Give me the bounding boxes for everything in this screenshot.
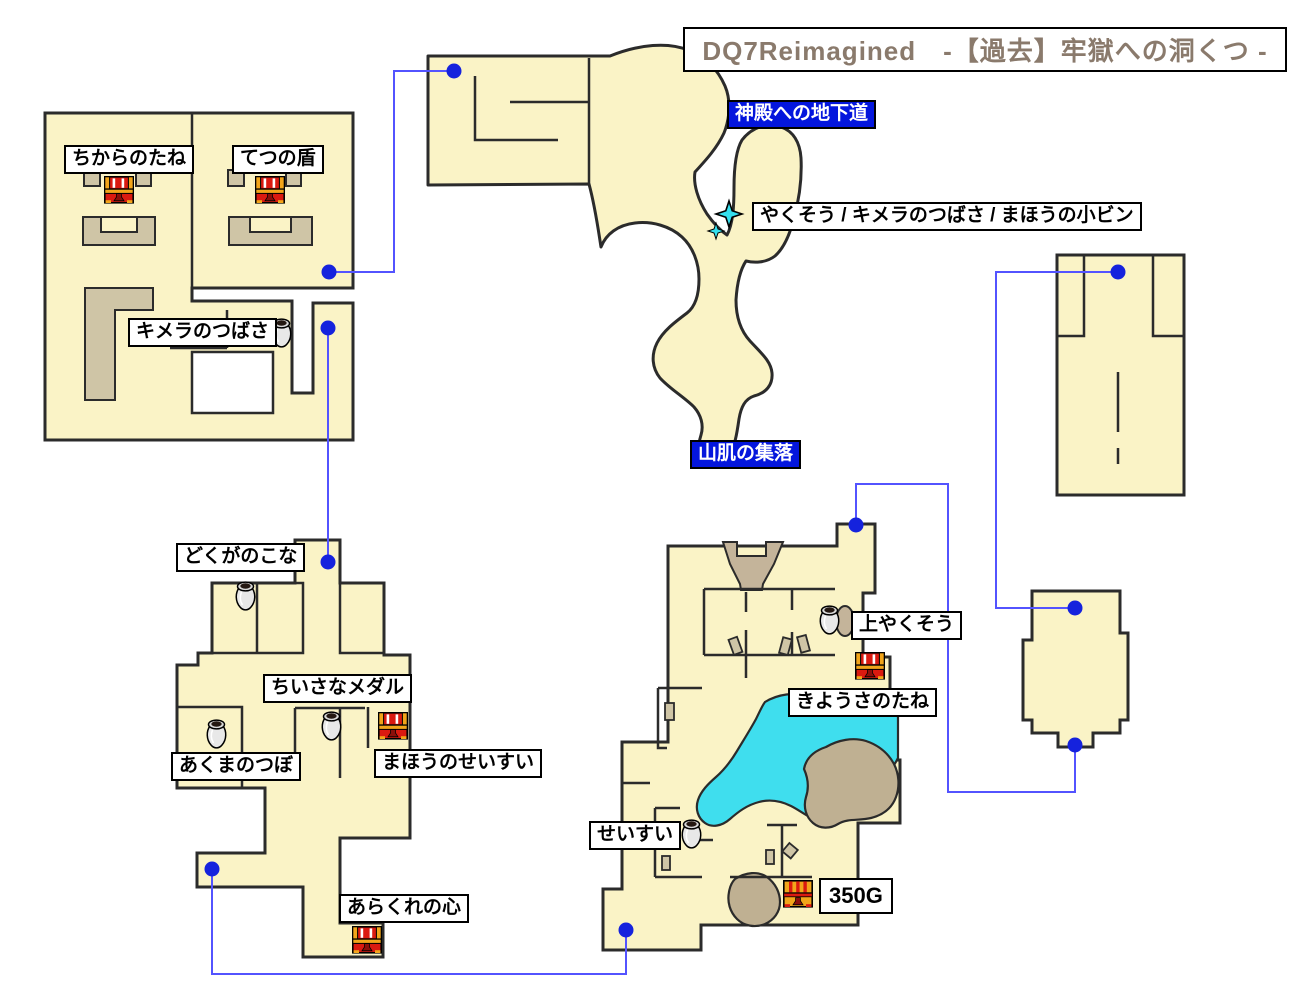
- portal-dot-icon: [320, 554, 336, 570]
- item-label-sparkle-items: やくそう / キメラのつばさ / まほうの小ビン: [752, 202, 1142, 231]
- portal-dot-icon: [618, 922, 634, 938]
- map-section-southwest: [175, 538, 412, 959]
- item-label-dokuga-no-kona: どくがのこな: [176, 543, 306, 572]
- item-label-mahou-no-seisui: まほうのせいすい: [374, 749, 543, 778]
- portal-dot-icon: [204, 861, 220, 877]
- treasure-chest-icon: [104, 176, 134, 204]
- map-section-cave: [426, 43, 803, 469]
- gold-chest-icon: [782, 879, 814, 908]
- portal-dot-icon: [320, 320, 336, 336]
- pot-icon: [235, 581, 256, 611]
- rock-area: [802, 738, 900, 829]
- item-label-akuma-no-tsubo: あくまのつぼ: [171, 752, 302, 781]
- treasure-chest-icon: [255, 176, 286, 204]
- item-label-seisui: せいすい: [589, 821, 682, 850]
- map-section-east-small: [1021, 589, 1130, 749]
- treasure-chest-icon: [854, 651, 886, 680]
- portal-dot-icon: [321, 264, 337, 280]
- treasure-chest-icon: [351, 925, 383, 954]
- door-blocks: [661, 633, 812, 871]
- portal-dot-icon: [848, 517, 864, 533]
- portal-dot-icon: [1067, 737, 1083, 753]
- page-title: DQ7Reimagined -【過去】牢獄への洞くつ -: [683, 27, 1287, 72]
- portal-dots: [204, 63, 1126, 938]
- portal-dot-icon: [446, 63, 462, 79]
- item-label-arakure-no-kokoro: あらくれの心: [339, 894, 470, 923]
- rock-area: [727, 872, 782, 928]
- inner-void: [190, 350, 275, 415]
- destination-label-temple-passage: 神殿への地下道: [727, 100, 877, 129]
- pot-icon: [206, 719, 227, 749]
- portal-dot-icon: [1110, 264, 1126, 280]
- item-label-chiisana-medal: ちいさなメダル: [263, 674, 413, 703]
- portal-dot-icon: [1067, 600, 1083, 616]
- treasure-chest-icon: [377, 711, 409, 740]
- pot-icon: [681, 819, 702, 849]
- item-label-jou-yakusou: 上やくそう: [851, 611, 963, 640]
- pot-icon: [819, 605, 840, 635]
- item-label-350g: 350G: [819, 878, 893, 915]
- stairs-structure: [721, 541, 785, 591]
- destination-label-village: 山肌の集落: [690, 440, 802, 469]
- item-label-tetsu-no-tate: てつの盾: [232, 145, 324, 174]
- item-label-kimera-no-tsubasa: キメラのつばさ: [128, 318, 278, 347]
- map-section-northeast: [1055, 253, 1186, 497]
- pot-icon: [321, 711, 342, 741]
- item-label-kiyousa-no-tane: きようさのたね: [788, 688, 938, 717]
- item-label-chikara-no-tane: ちからのたね: [64, 145, 195, 174]
